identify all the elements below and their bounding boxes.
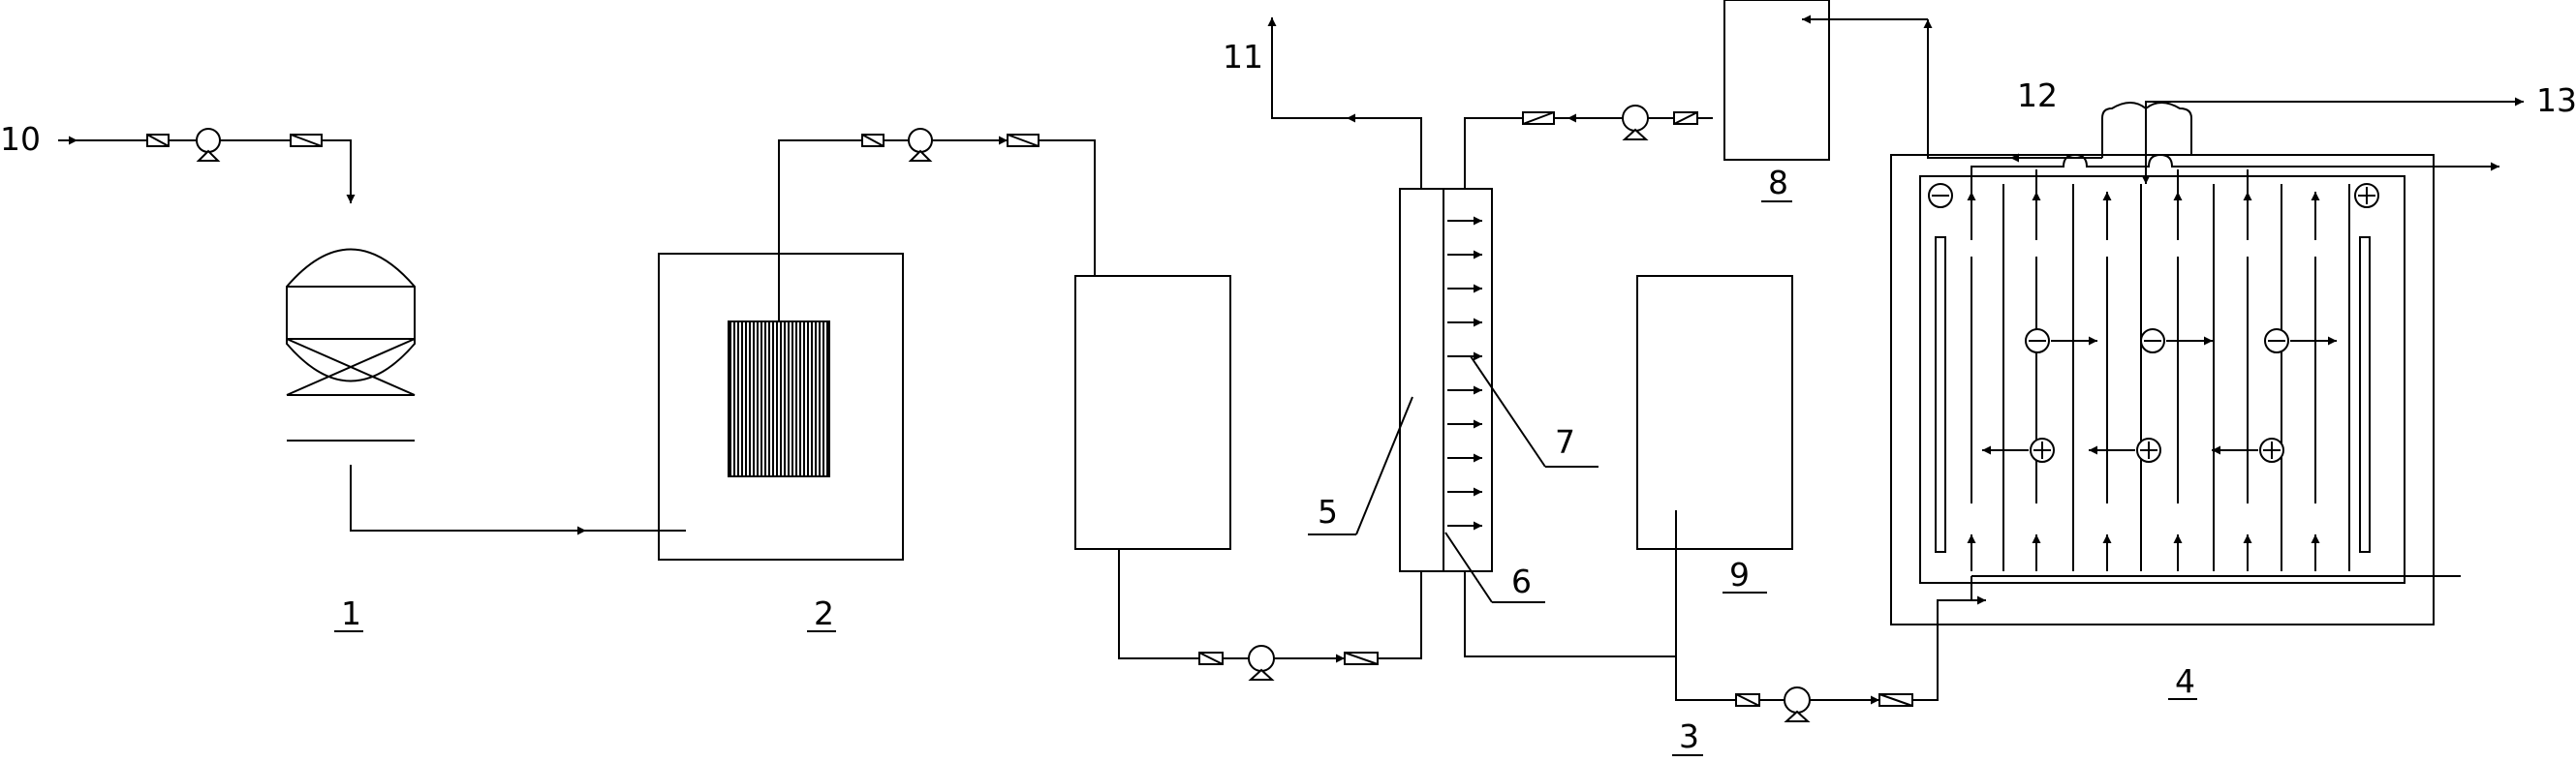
cell-inner-frame — [1919, 175, 2405, 584]
valve-icon — [1344, 652, 1379, 665]
cation-icon — [2259, 438, 2284, 463]
label-leaders — [334, 200, 2197, 756]
valve-icon — [1007, 134, 1040, 147]
cation-icon — [2030, 438, 2055, 463]
pipe-cell-to-tank-8 — [1923, 19, 2102, 159]
membrane-frame — [728, 320, 830, 477]
tank-8 — [1723, 0, 1830, 161]
valve-icon — [1878, 693, 1913, 707]
valve-icon — [1522, 111, 1555, 125]
number-labels: 1 2 3 4 5 6 7 8 9 10 11 12 13 — [0, 38, 2576, 755]
anion-icon — [2140, 328, 2165, 353]
anion-icon — [2025, 328, 2050, 353]
pump-icon — [908, 128, 933, 162]
pump-icon — [1784, 686, 1811, 722]
pump-icon — [1622, 105, 1649, 140]
reactor-vessel-1 — [286, 248, 416, 442]
outlet-header — [1971, 153, 2499, 192]
valve-icon — [146, 134, 170, 147]
cation-icon — [2136, 438, 2161, 463]
pump-icon — [1248, 645, 1275, 681]
valve-icon — [1735, 693, 1760, 707]
label-7: 7 — [1555, 423, 1575, 461]
label-8: 8 — [1768, 164, 1788, 201]
column-flow-arrows — [1447, 216, 1482, 531]
label-13: 13 — [2536, 81, 2576, 119]
pipe-tank2-to-tank — [778, 139, 1096, 321]
electrode-right — [2359, 236, 2371, 553]
pipe-column-to-tank-9 — [1464, 510, 1677, 657]
tank-2 — [658, 253, 904, 561]
outlet-pipe-11 — [1267, 17, 1422, 189]
label-9: 9 — [1729, 556, 1750, 594]
label-1: 1 — [341, 594, 361, 632]
cathode-symbol-icon — [1928, 183, 1953, 208]
valve-icon — [290, 134, 323, 147]
anode-symbol-icon — [2354, 183, 2379, 208]
label-4: 4 — [2175, 662, 2195, 700]
anion-icon — [2264, 328, 2289, 353]
pipe-column-to-tank-8 — [1464, 117, 1713, 189]
label-10: 10 — [0, 120, 41, 158]
label-6: 6 — [1511, 563, 1532, 600]
intermediate-tank — [1074, 275, 1231, 550]
pump-icon — [196, 128, 221, 162]
electrode-left — [1935, 236, 1946, 553]
valve-icon — [1198, 652, 1224, 665]
label-11: 11 — [1223, 38, 1263, 76]
tank-9 — [1636, 275, 1793, 550]
label-3: 3 — [1679, 717, 1699, 755]
cell-interior — [1928, 169, 2461, 600]
valve-icon — [1673, 111, 1698, 125]
valve-icon — [861, 134, 885, 147]
pipe-tank-to-column — [1118, 549, 1422, 659]
separation-column — [1399, 188, 1493, 572]
label-12: 12 — [2017, 76, 2058, 114]
label-5: 5 — [1318, 493, 1338, 531]
membrane-module — [728, 320, 830, 477]
outlet-13-line — [2145, 97, 2524, 108]
pipe-reactor-to-tank-2 — [350, 465, 586, 535]
label-2: 2 — [814, 594, 834, 632]
